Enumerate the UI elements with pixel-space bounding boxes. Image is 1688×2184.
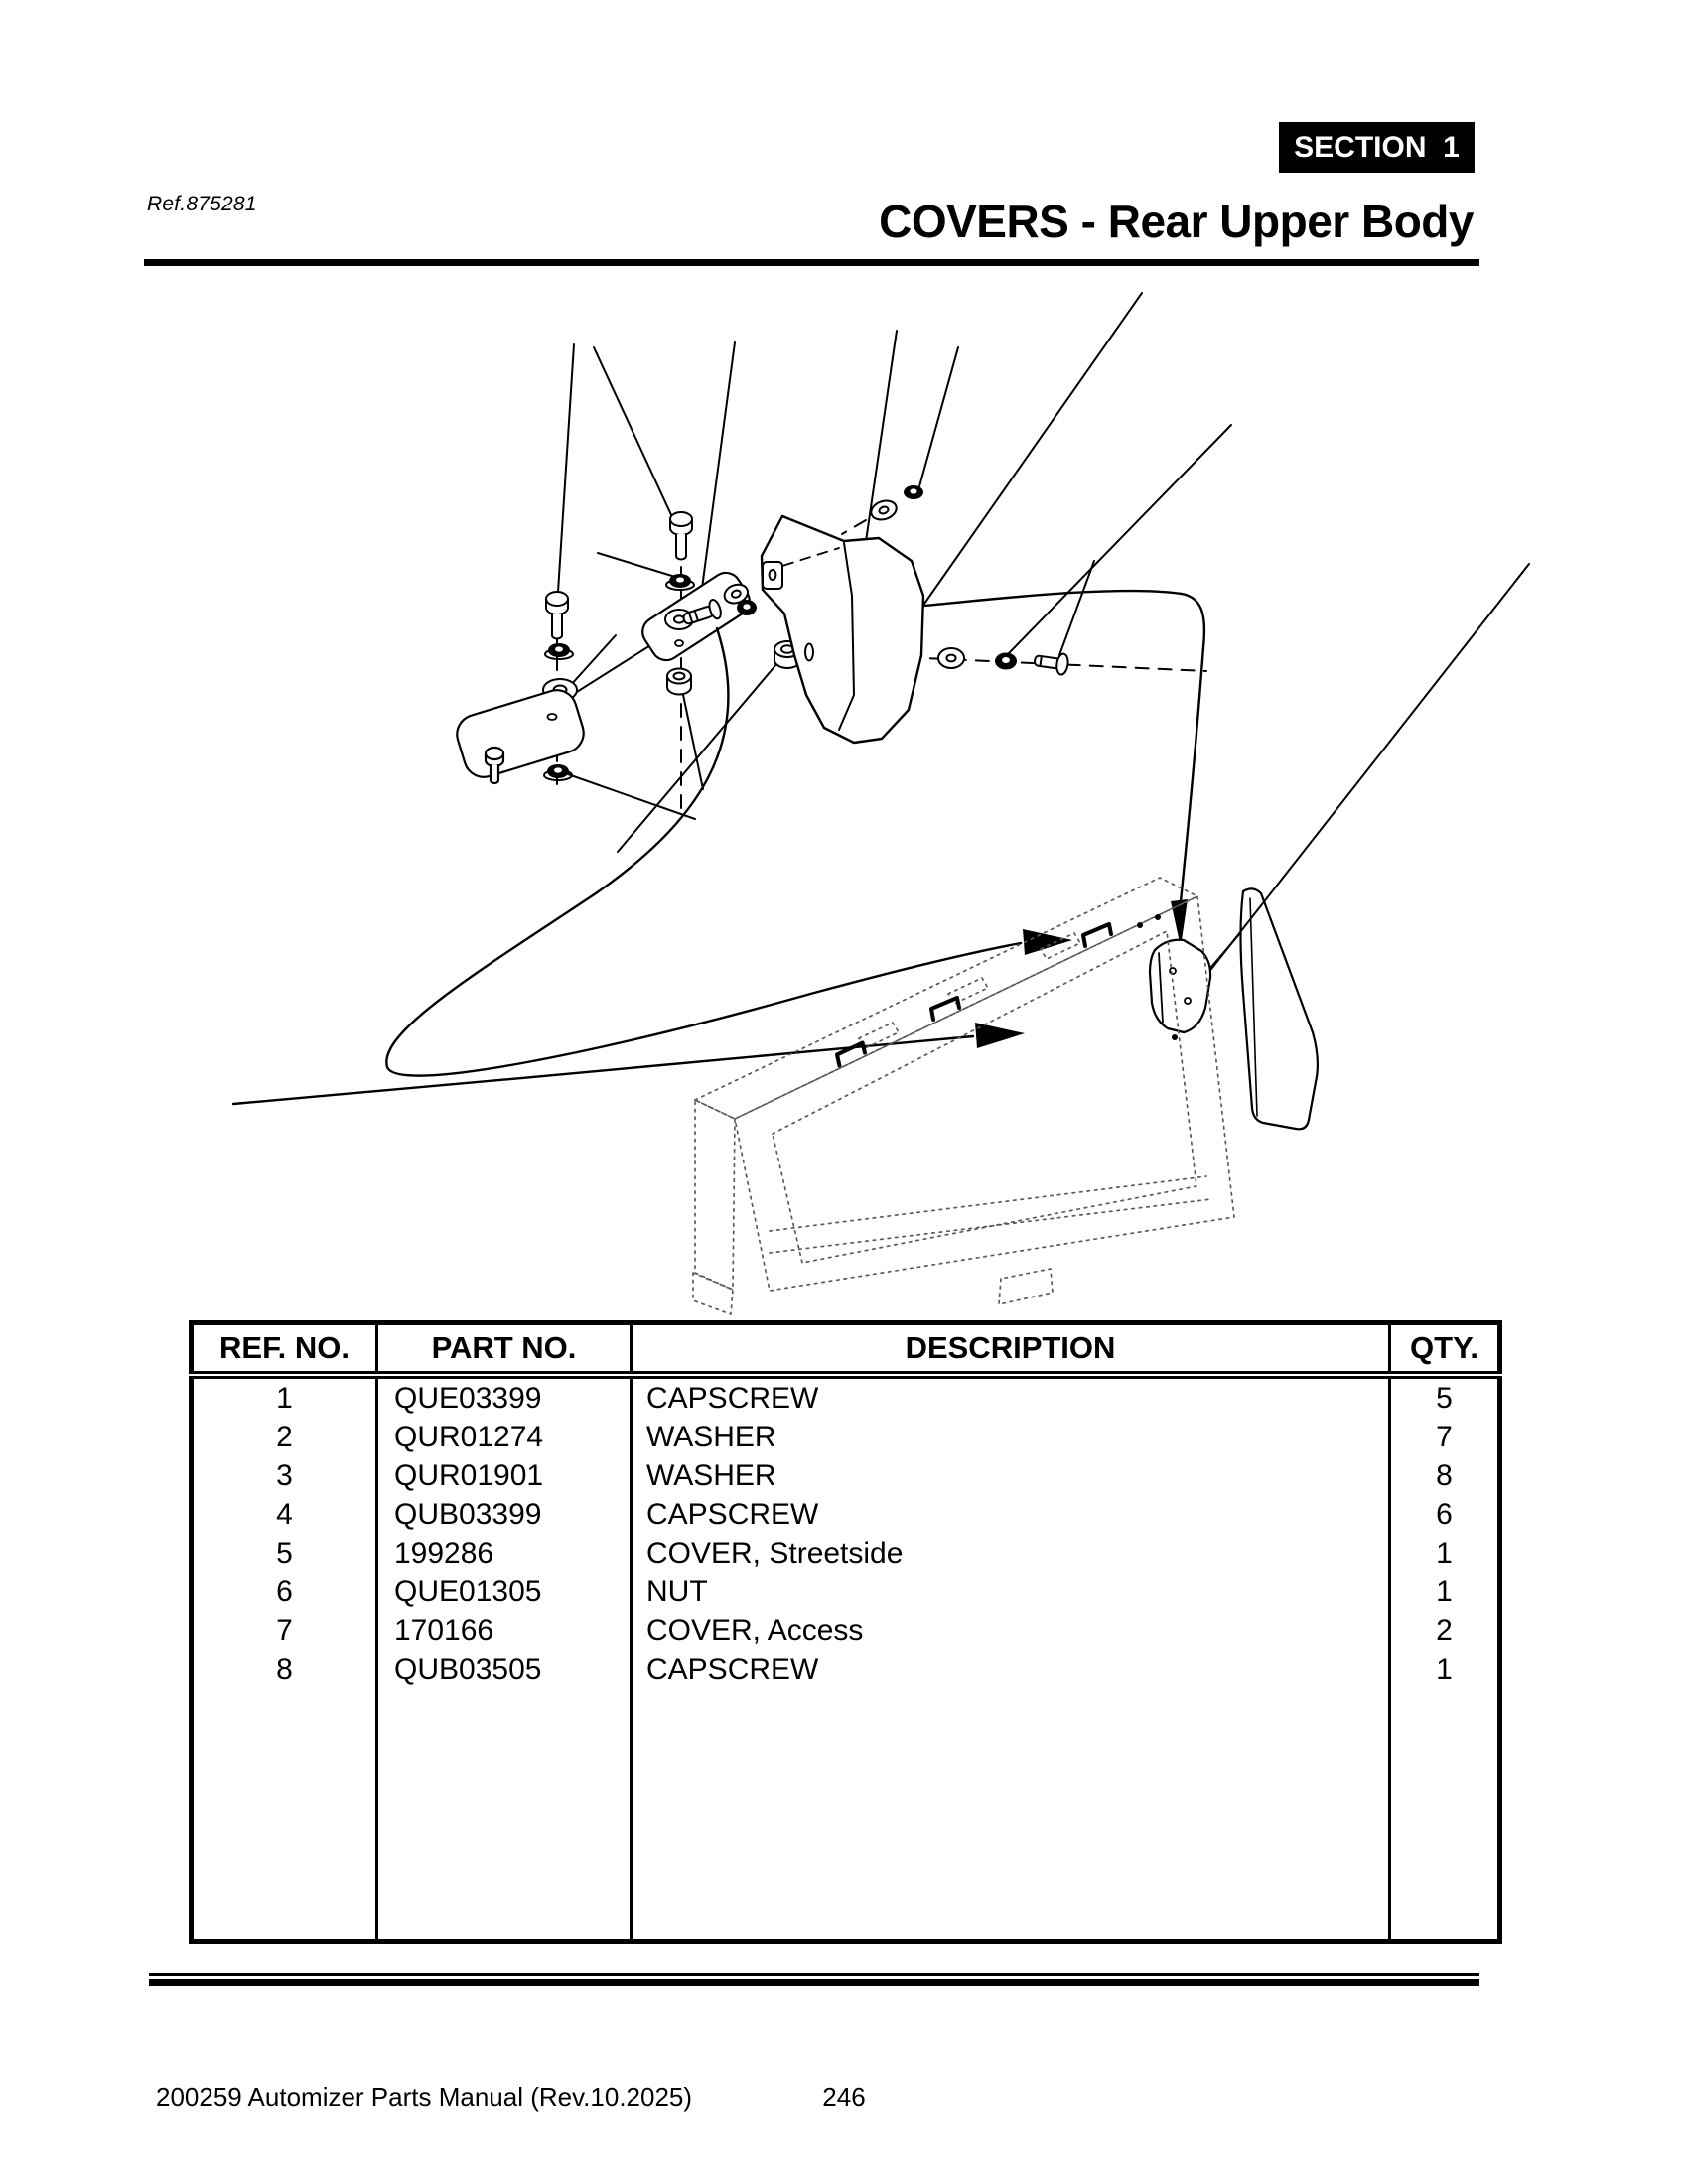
reference-number: Ref.875281	[147, 193, 257, 215]
cell-qty: 1	[1388, 1572, 1501, 1611]
header-qty: QTY.	[1388, 1322, 1501, 1379]
parts-table-filler-row	[190, 1689, 1501, 1942]
cell-ref-no: 2	[190, 1418, 378, 1456]
bottom-rule-thin	[149, 1973, 1479, 1976]
locknut-b2	[543, 764, 573, 781]
cell-ref-no: 6	[190, 1572, 378, 1611]
cell-description: WASHER	[630, 1418, 1391, 1456]
arrowhead-right-2	[975, 1023, 1025, 1048]
frame-clips	[835, 922, 1113, 1068]
filler-cell	[630, 1689, 1391, 1942]
plate-capscrew	[484, 746, 505, 785]
axis-washer	[937, 647, 965, 669]
cell-part-no: QUE01305	[375, 1572, 633, 1611]
cell-part-no: QUR01901	[375, 1456, 633, 1495]
bottom-rule-thick	[149, 1979, 1479, 1986]
cell-description: WASHER	[630, 1456, 1391, 1495]
cell-qty: 1	[1388, 1650, 1501, 1689]
dark-washer-bracket-tip	[737, 600, 757, 615]
cell-description: CAPSCREW	[630, 1375, 1391, 1418]
sweep-curves	[231, 589, 1206, 1106]
washer-bracket-tip	[723, 583, 750, 605]
cell-description: CAPSCREW	[630, 1495, 1391, 1534]
cell-ref-no: 3	[190, 1456, 378, 1495]
panel-mount-bracket	[762, 561, 783, 590]
cell-ref-no: 7	[190, 1611, 378, 1650]
arrowhead-down	[1171, 899, 1188, 947]
cell-ref-no: 8	[190, 1650, 378, 1689]
installed-side-panel	[1239, 887, 1320, 1131]
header-rule	[144, 259, 1479, 266]
cell-part-no: 199286	[375, 1534, 633, 1572]
cell-description: COVER, Access	[630, 1611, 1391, 1650]
header-description: DESCRIPTION	[630, 1322, 1391, 1379]
cell-qty: 2	[1388, 1611, 1501, 1650]
frame-corner-fasteners	[1137, 914, 1178, 1040]
page-title: COVERS - Rear Upper Body	[879, 196, 1474, 247]
bracket-plate	[641, 571, 751, 662]
cell-part-no: QUR01274	[375, 1418, 633, 1456]
cell-part-no: QUB03399	[375, 1495, 633, 1534]
upper-right-washer	[870, 499, 898, 521]
locknut-a	[665, 574, 695, 591]
capscrew-b	[545, 591, 569, 640]
cell-part-no: QUB03505	[375, 1650, 633, 1689]
capscrew-a	[669, 511, 693, 561]
phantom-frame	[692, 877, 1235, 1315]
footer-page-number: 246	[822, 2082, 866, 2112]
header-ref-no: REF. NO.	[190, 1322, 378, 1379]
bracket-capscrew-horizontal	[682, 599, 722, 625]
access-cover-plate-left	[456, 689, 585, 785]
cell-qty: 7	[1388, 1418, 1501, 1456]
cell-qty: 8	[1388, 1456, 1501, 1495]
arrowheads	[975, 899, 1188, 1048]
cell-part-no: QUE03399	[375, 1375, 633, 1418]
axis-capscrew	[1034, 652, 1069, 676]
filler-cell	[190, 1689, 378, 1942]
streetside-cover-panel	[760, 514, 925, 745]
section-badge: SECTION 1	[1279, 122, 1475, 173]
axis-dark-washer	[995, 652, 1017, 670]
cell-description: NUT	[630, 1572, 1391, 1611]
footer-manual-label: 200259 Automizer Parts Manual (Rev.10.20…	[156, 2082, 693, 2112]
cylinder-nut-axis-a	[666, 667, 692, 696]
cell-qty: 5	[1388, 1375, 1501, 1418]
cell-description: COVER, Streetside	[630, 1534, 1391, 1572]
arrowhead-right-1	[1023, 929, 1072, 955]
cell-qty: 1	[1388, 1534, 1501, 1572]
upper-right-nut	[904, 485, 923, 499]
access-cover-on-frame	[1148, 938, 1212, 1034]
cell-ref-no: 1	[190, 1375, 378, 1418]
cell-ref-no: 5	[190, 1534, 378, 1572]
cell-part-no: 170166	[375, 1611, 633, 1650]
locknut-b	[544, 643, 574, 660]
filler-cell	[375, 1689, 633, 1942]
cell-qty: 6	[1388, 1495, 1501, 1534]
cell-description: CAPSCREW	[630, 1650, 1391, 1689]
cell-ref-no: 4	[190, 1495, 378, 1534]
header-part-no: PART NO.	[375, 1322, 633, 1379]
parts-table-header-row: REF. NO. PART NO. DESCRIPTION QTY.	[190, 1322, 1501, 1379]
filler-cell	[1388, 1689, 1501, 1942]
